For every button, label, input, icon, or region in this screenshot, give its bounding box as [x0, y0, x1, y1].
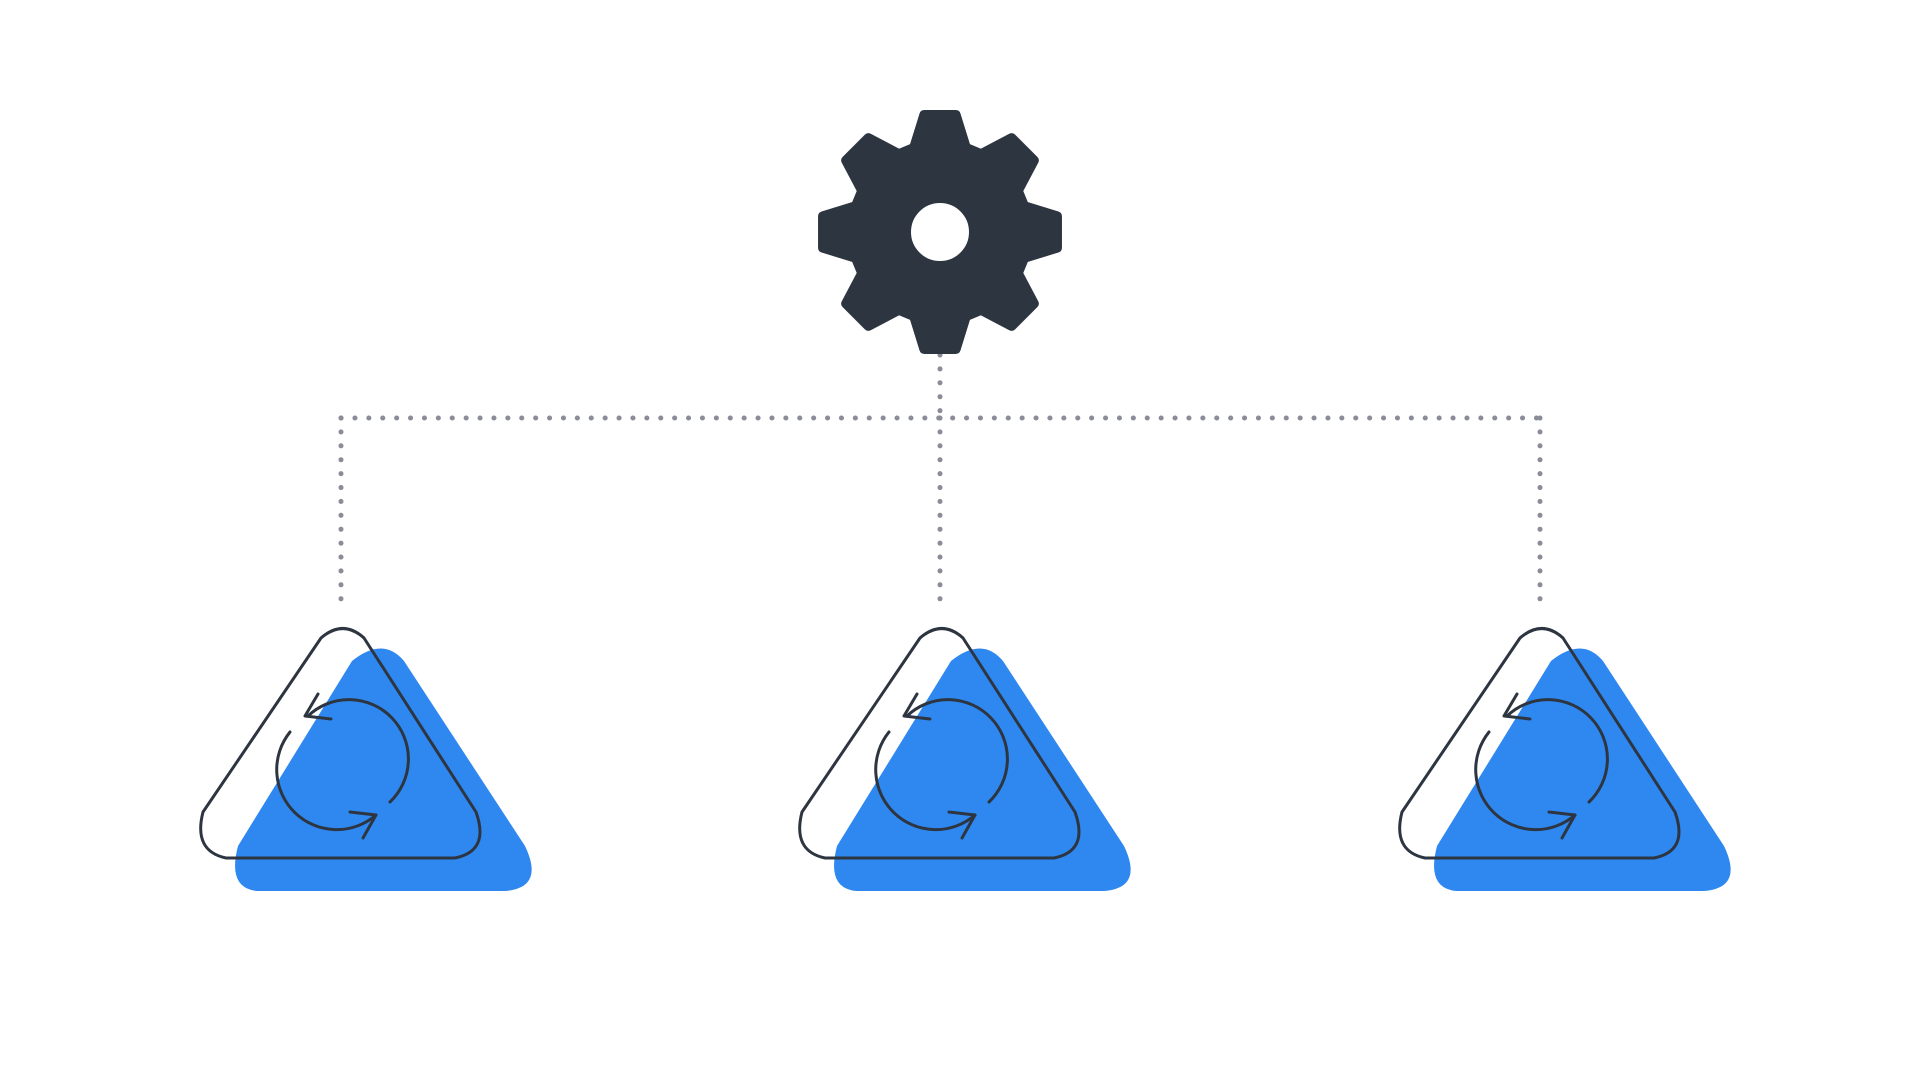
node-triangle-outline: [199, 627, 482, 860]
node-group: [199, 627, 1731, 891]
node-triangle-outline: [1398, 627, 1681, 860]
refresh-arc-upper: [905, 698, 1009, 804]
refresh-cycle-icon: [275, 692, 410, 840]
refresh-arrowhead-bottom: [1547, 810, 1577, 840]
refresh-arc-upper: [1505, 698, 1609, 804]
node-3: [1398, 627, 1731, 891]
refresh-arc-upper: [306, 698, 410, 804]
refresh-arc-lower: [1474, 730, 1577, 832]
gear-icon: [818, 110, 1062, 354]
node-triangle-fill: [834, 648, 1131, 891]
refresh-arrowhead-top: [902, 692, 932, 721]
refresh-cycle-icon: [1474, 692, 1609, 840]
refresh-arrowhead-top: [303, 692, 333, 721]
gear-body: [818, 110, 1062, 354]
dotted-connector-lines: [338, 352, 1543, 613]
node-1: [199, 627, 532, 891]
refresh-arrowhead-bottom: [348, 810, 378, 840]
node-triangle-fill: [235, 648, 532, 891]
refresh-arc-lower: [275, 730, 378, 832]
refresh-arrowhead-top: [1502, 692, 1532, 721]
refresh-arc-lower: [874, 730, 977, 832]
refresh-cycle-icon: [874, 692, 1009, 840]
node-triangle-outline: [798, 627, 1081, 860]
node-2: [798, 627, 1131, 891]
node-triangle-fill: [1434, 648, 1731, 891]
refresh-arrowhead-bottom: [947, 810, 977, 840]
